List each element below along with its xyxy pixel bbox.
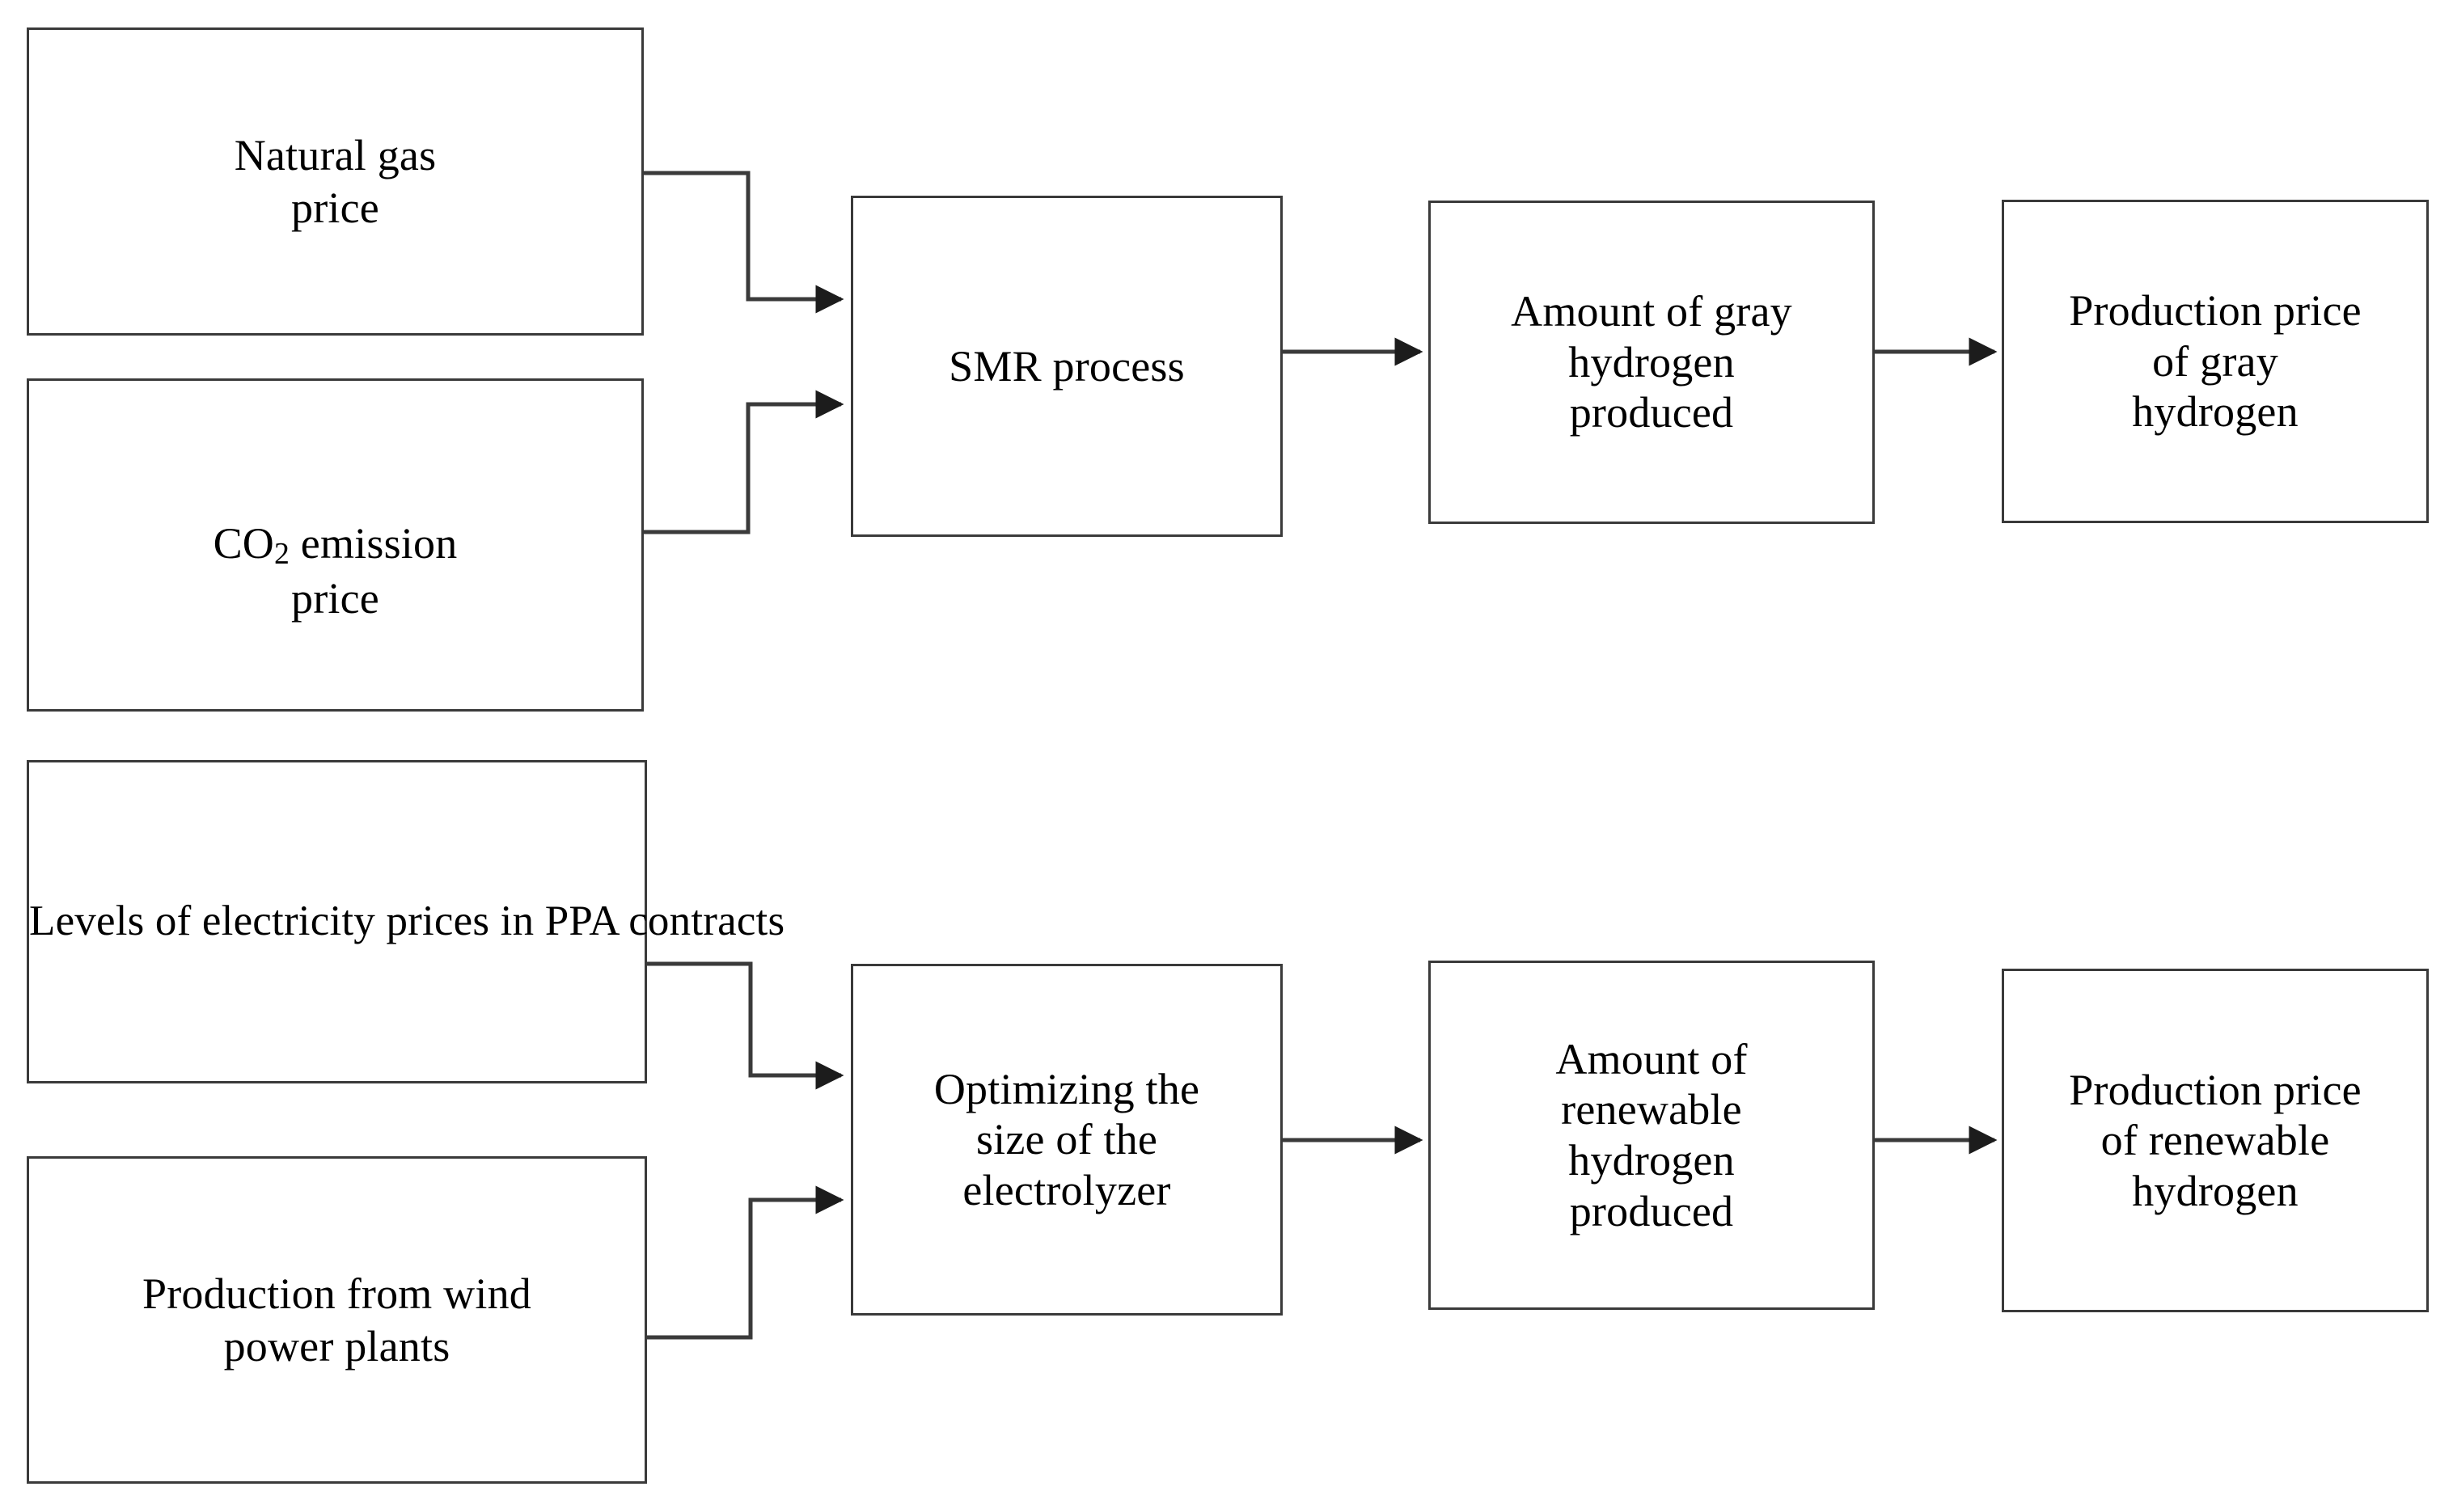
- node-optimizing-electrolyzer[interactable]: Optimizing the size of the electrolyzer: [851, 964, 1283, 1316]
- node-production-price-renewable-label: Production price of renewable hydrogen: [2069, 1065, 2362, 1215]
- node-natural-gas-price[interactable]: Natural gas price: [27, 27, 644, 336]
- connector-natural-gas-to-smr: [644, 171, 844, 314]
- node-amount-renewable-hydrogen-label: Amount of renewable hydrogen produced: [1555, 1034, 1748, 1235]
- node-production-price-renewable[interactable]: Production price of renewable hydrogen: [2002, 969, 2429, 1312]
- connector-co2-to-smr: [644, 390, 844, 534]
- node-smr-process[interactable]: SMR process: [851, 196, 1283, 537]
- node-natural-gas-price-label: Natural gas price: [234, 130, 437, 232]
- connector-wind-to-electrolyzer: [647, 1185, 844, 1340]
- node-smr-process-label: SMR process: [949, 341, 1185, 391]
- node-amount-gray-hydrogen-label: Amount of gray hydrogen produced: [1511, 287, 1792, 437]
- node-electricity-prices-ppa-label: Levels of electricity prices in PPA cont…: [29, 897, 785, 945]
- node-amount-renewable-hydrogen[interactable]: Amount of renewable hydrogen produced: [1428, 961, 1875, 1310]
- co2-subscript: 2: [274, 536, 290, 571]
- node-co2-emission-price[interactable]: CO2 emission price: [27, 378, 644, 712]
- node-wind-power-production[interactable]: Production from wind power plants: [27, 1156, 647, 1484]
- node-co2-emission-price-label: CO2 emission price: [29, 465, 641, 625]
- node-production-price-gray-label: Production price of gray hydrogen: [2069, 286, 2362, 437]
- node-electricity-prices-ppa[interactable]: Levels of electricity prices in PPA cont…: [27, 760, 785, 1083]
- co2-text-prefix: CO: [213, 518, 274, 568]
- node-optimizing-electrolyzer-label: Optimizing the size of the electrolyzer: [933, 1064, 1200, 1214]
- connector-ppa-to-electrolyzer: [647, 961, 844, 1090]
- node-amount-gray-hydrogen[interactable]: Amount of gray hydrogen produced: [1428, 201, 1875, 524]
- node-wind-power-production-label: Production from wind power plants: [142, 1269, 531, 1371]
- node-production-price-gray[interactable]: Production price of gray hydrogen: [2002, 200, 2429, 523]
- co2-text-suffix: emission price: [291, 518, 458, 623]
